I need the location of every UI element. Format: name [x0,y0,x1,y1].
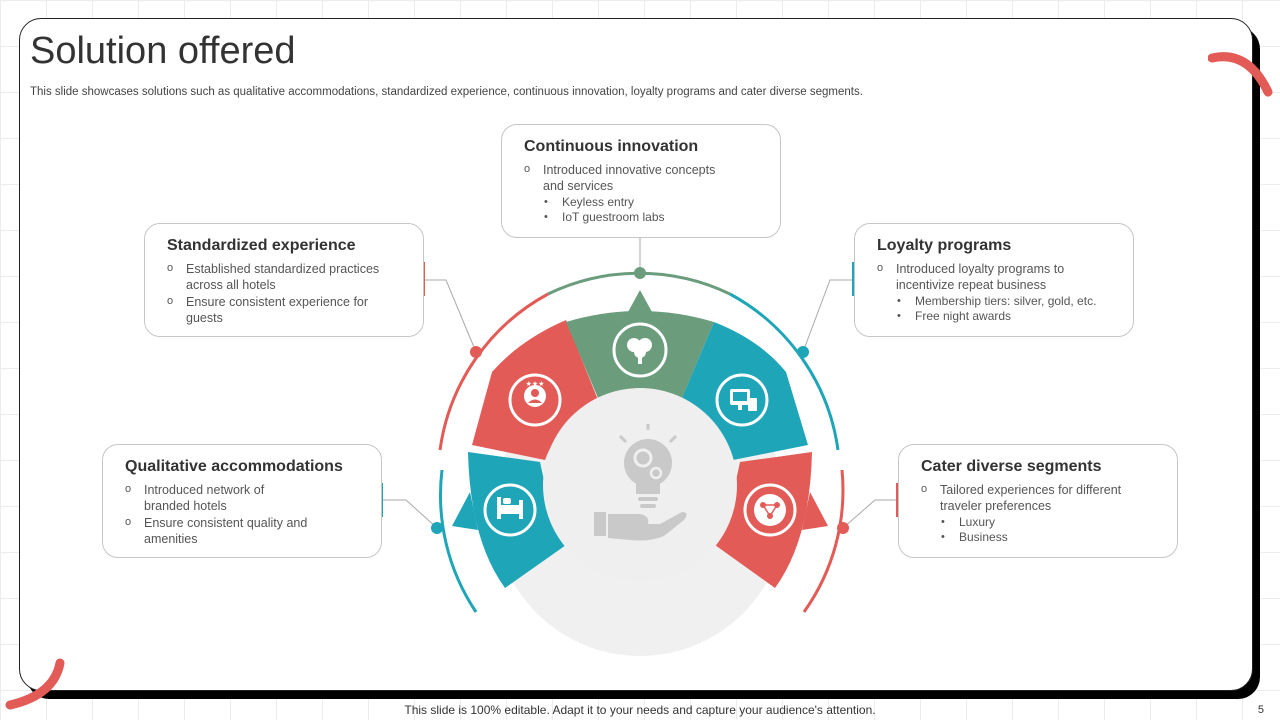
footer-note: This slide is 100% editable. Adapt it to… [404,703,876,717]
card-point: Ensure consistent experience for guests [167,293,403,326]
card-title: Loyalty programs [877,237,1012,254]
svg-text:★★★: ★★★ [526,380,545,388]
dot-upper-right [797,346,809,358]
loyalty-card-tick [852,262,855,296]
bed-icon [483,483,537,537]
card-title: Standardized experience [167,237,356,254]
card-point: Introduced innovative concepts and servi… [524,161,731,194]
page-title: Solution offered [30,30,296,72]
card-subpoint: Keyless entry [524,195,760,210]
card-continuous-innovation: Continuous innovation Introduced innovat… [501,124,781,238]
dot-top [634,267,646,279]
card-title: Qualitative accommodations [125,458,343,475]
outer-arc-red-left [438,292,549,451]
dot-lower-left [431,522,443,534]
people-network-icon [743,483,797,537]
card-point: Established standardized practices acros… [167,260,403,293]
cater-card-tick [896,483,899,517]
dot-lower-right [837,522,849,534]
devices-icon [715,373,769,427]
card-standardized-experience: Standardized experience Established stan… [144,223,424,337]
rated-person-icon: ★★★ [508,373,562,427]
outer-arc-teal-right [729,292,840,451]
card-qualitative-accommodations: Qualitative accommodations Introduced ne… [102,444,382,558]
card-subpoint: Free night awards [877,309,1113,324]
lightbulb-hand-icon [594,424,687,541]
bottom-left-arc-decoration [5,658,65,710]
card-title: Cater diverse segments [921,458,1102,475]
card-title: Continuous innovation [524,138,699,155]
page-subtitle: This slide showcases solutions such as q… [30,86,863,98]
card-subpoint: Membership tiers: silver, gold, etc. [877,294,1113,309]
card-cater-diverse-segments: Cater diverse segments Tailored experien… [898,444,1178,558]
card-loyalty-programs: Loyalty programs Introduced loyalty prog… [854,223,1134,337]
card-subpoint: IoT guestroom labs [524,210,760,225]
card-point: Introduced network of branded hotels [125,481,294,514]
card-subpoint: Business [921,530,1157,545]
card-subpoint: Luxury [921,515,1157,530]
card-point: Introduced loyalty programs to incentivi… [877,260,1113,293]
page-number: 5 [1257,704,1264,716]
brain-icon [612,322,668,378]
top-right-arc-decoration [1208,52,1273,97]
outer-arc-red-right [802,469,845,613]
dot-upper-left [470,346,482,358]
outer-arc-teal-left [439,469,478,613]
card-point: Ensure consistent quality and amenities [125,514,361,547]
segment-bed [468,452,566,588]
card-point: Tailored experiences for different trave… [921,481,1157,514]
